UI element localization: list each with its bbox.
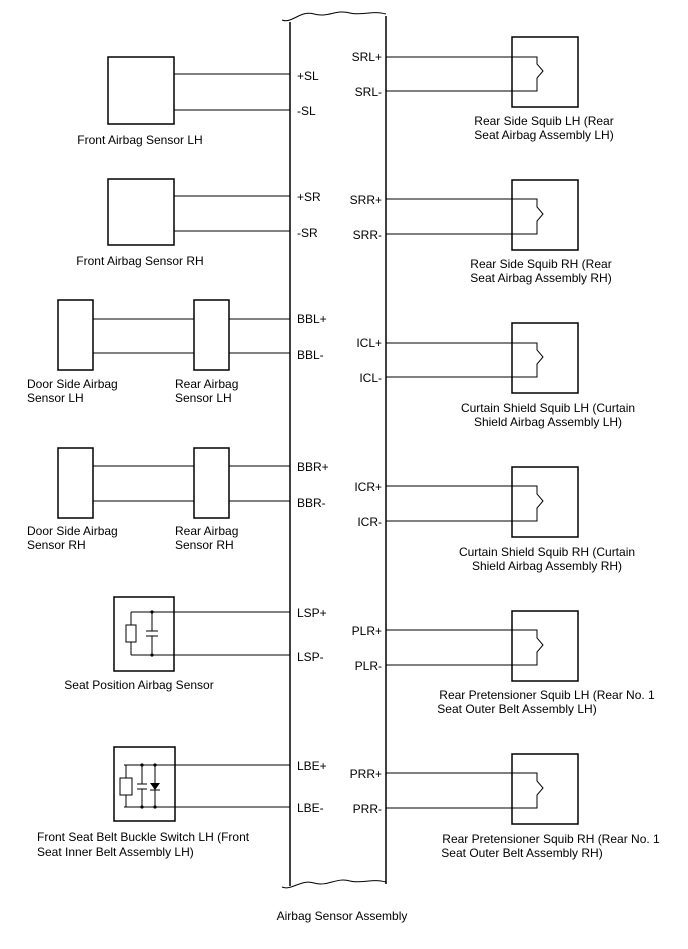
component-label: Rear Pretensioner Squib LH (Rear No. 1 bbox=[439, 688, 655, 702]
pin-label: -SR bbox=[297, 226, 318, 240]
pin-label: BBL- bbox=[297, 348, 324, 362]
pin-label: ICR- bbox=[357, 515, 382, 529]
sensor-box bbox=[107, 178, 175, 246]
component-label: Seat Outer Belt Assembly RH) bbox=[441, 846, 602, 860]
front-airbag-sensor-rh: +SR -SR Front Airbag Sensor RH bbox=[76, 178, 321, 268]
pin-label: LSP- bbox=[297, 650, 324, 664]
diode-symbol bbox=[150, 783, 160, 790]
component-label: Seat Airbag Assembly LH) bbox=[474, 128, 613, 142]
pin-label: PRR+ bbox=[350, 767, 382, 781]
airbag-sensor-assembly: Airbag Sensor Assembly bbox=[277, 11, 408, 923]
front-seat-belt-buckle-switch-lh: LBE+ LBE- Front Seat Belt Buckle Switch … bbox=[37, 746, 327, 859]
pin-label: LBE+ bbox=[297, 759, 327, 773]
component-label: Rear Side Squib RH (Rear bbox=[470, 257, 611, 271]
curtain-shield-squib-rh: ICR+ ICR- Curtain Shield Squib RH (Curta… bbox=[354, 466, 635, 573]
component-label: Seat Inner Belt Assembly LH) bbox=[37, 845, 194, 859]
squib-box bbox=[511, 753, 579, 825]
pin-label: ICR+ bbox=[354, 480, 382, 494]
pin-label: BBR- bbox=[297, 496, 326, 510]
squib-symbol bbox=[512, 629, 544, 666]
pin-label: ICL- bbox=[359, 371, 382, 385]
rear-sensor-box bbox=[193, 447, 230, 519]
pin-label: SRL- bbox=[355, 85, 382, 99]
component-label: Curtain Shield Squib RH (Curtain bbox=[459, 545, 635, 559]
component-label: Shield Airbag Assembly LH) bbox=[474, 415, 622, 429]
squib-box bbox=[511, 610, 579, 682]
sensor-box bbox=[107, 56, 175, 125]
squib-symbol bbox=[512, 342, 544, 378]
pin-label: PLR- bbox=[355, 659, 382, 673]
pin-label: LBE- bbox=[297, 801, 324, 815]
pin-label: LSP+ bbox=[297, 606, 327, 620]
curtain-shield-squib-lh: ICL+ ICL- Curtain Shield Squib LH (Curta… bbox=[356, 322, 635, 429]
squib-symbol bbox=[512, 772, 544, 809]
assembly-label: Airbag Sensor Assembly bbox=[277, 909, 408, 923]
component-label: Door Side Airbag bbox=[27, 524, 118, 538]
component-label: Curtain Shield Squib LH (Curtain bbox=[461, 401, 635, 415]
door-rear-sensor-rh: BBR+ BBR- Door Side Airbag Sensor RH Rea… bbox=[27, 447, 329, 552]
pin-label: PLR+ bbox=[352, 624, 382, 638]
component-label: Seat Position Airbag Sensor bbox=[64, 678, 213, 692]
squib-box bbox=[511, 36, 579, 108]
squib-symbol bbox=[512, 56, 544, 92]
pin-label: BBR+ bbox=[297, 460, 329, 474]
component-label: Sensor LH bbox=[175, 391, 232, 405]
pin-label: +SL bbox=[297, 69, 319, 83]
sensor-box bbox=[113, 596, 175, 672]
pin-label: BBL+ bbox=[297, 312, 327, 326]
component-label: Rear Airbag bbox=[175, 524, 238, 538]
door-rear-sensor-lh: BBL+ BBL- Door Side Airbag Sensor LH Rea… bbox=[27, 299, 327, 405]
component-label: Sensor LH bbox=[27, 391, 84, 405]
squib-symbol bbox=[512, 485, 544, 522]
pin-label: +SR bbox=[297, 190, 321, 204]
pin-label: SRL+ bbox=[352, 50, 382, 64]
door-sensor-box bbox=[57, 447, 94, 519]
component-label: Shield Airbag Assembly RH) bbox=[472, 559, 622, 573]
rear-pretensioner-squib-lh: PLR+ PLR- Rear Pretensioner Squib LH (Re… bbox=[352, 610, 655, 716]
squib-symbol bbox=[512, 198, 544, 235]
pin-label: SRR+ bbox=[350, 193, 382, 207]
rear-pretensioner-squib-rh: PRR+ PRR- Rear Pretensioner Squib RH (Re… bbox=[350, 753, 660, 860]
seat-position-airbag-sensor: LSP+ LSP- Seat Position Airbag Sensor bbox=[64, 596, 327, 692]
component-label: Front Airbag Sensor RH bbox=[76, 254, 203, 268]
rear-side-squib-rh: SRR+ SRR- Rear Side Squib RH (Rear Seat … bbox=[350, 179, 612, 285]
squib-box bbox=[511, 466, 579, 538]
pin-label: ICL+ bbox=[356, 336, 382, 350]
component-label: Rear Airbag bbox=[175, 377, 238, 391]
component-label: Seat Airbag Assembly RH) bbox=[470, 271, 611, 285]
component-label: Sensor RH bbox=[175, 538, 234, 552]
squib-box bbox=[511, 179, 579, 251]
pin-label: PRR- bbox=[353, 802, 382, 816]
component-label: Door Side Airbag bbox=[27, 377, 118, 391]
squib-box bbox=[511, 322, 579, 394]
rear-sensor-box bbox=[193, 299, 230, 371]
component-label: Front Airbag Sensor LH bbox=[77, 133, 202, 147]
component-label: Sensor RH bbox=[27, 538, 86, 552]
door-sensor-box bbox=[57, 299, 94, 371]
rear-side-squib-lh: SRL+ SRL- Rear Side Squib LH (Rear Seat … bbox=[352, 36, 614, 142]
component-label: Rear Side Squib LH (Rear bbox=[474, 114, 613, 128]
front-airbag-sensor-lh: +SL -SL Front Airbag Sensor LH bbox=[77, 56, 319, 147]
pin-label: SRR- bbox=[353, 228, 382, 242]
pin-label: -SL bbox=[297, 104, 316, 118]
component-label: Seat Outer Belt Assembly LH) bbox=[437, 702, 596, 716]
component-label: Rear Pretensioner Squib RH (Rear No. 1 bbox=[442, 832, 660, 846]
component-label: Front Seat Belt Buckle Switch LH (Front bbox=[37, 830, 250, 844]
